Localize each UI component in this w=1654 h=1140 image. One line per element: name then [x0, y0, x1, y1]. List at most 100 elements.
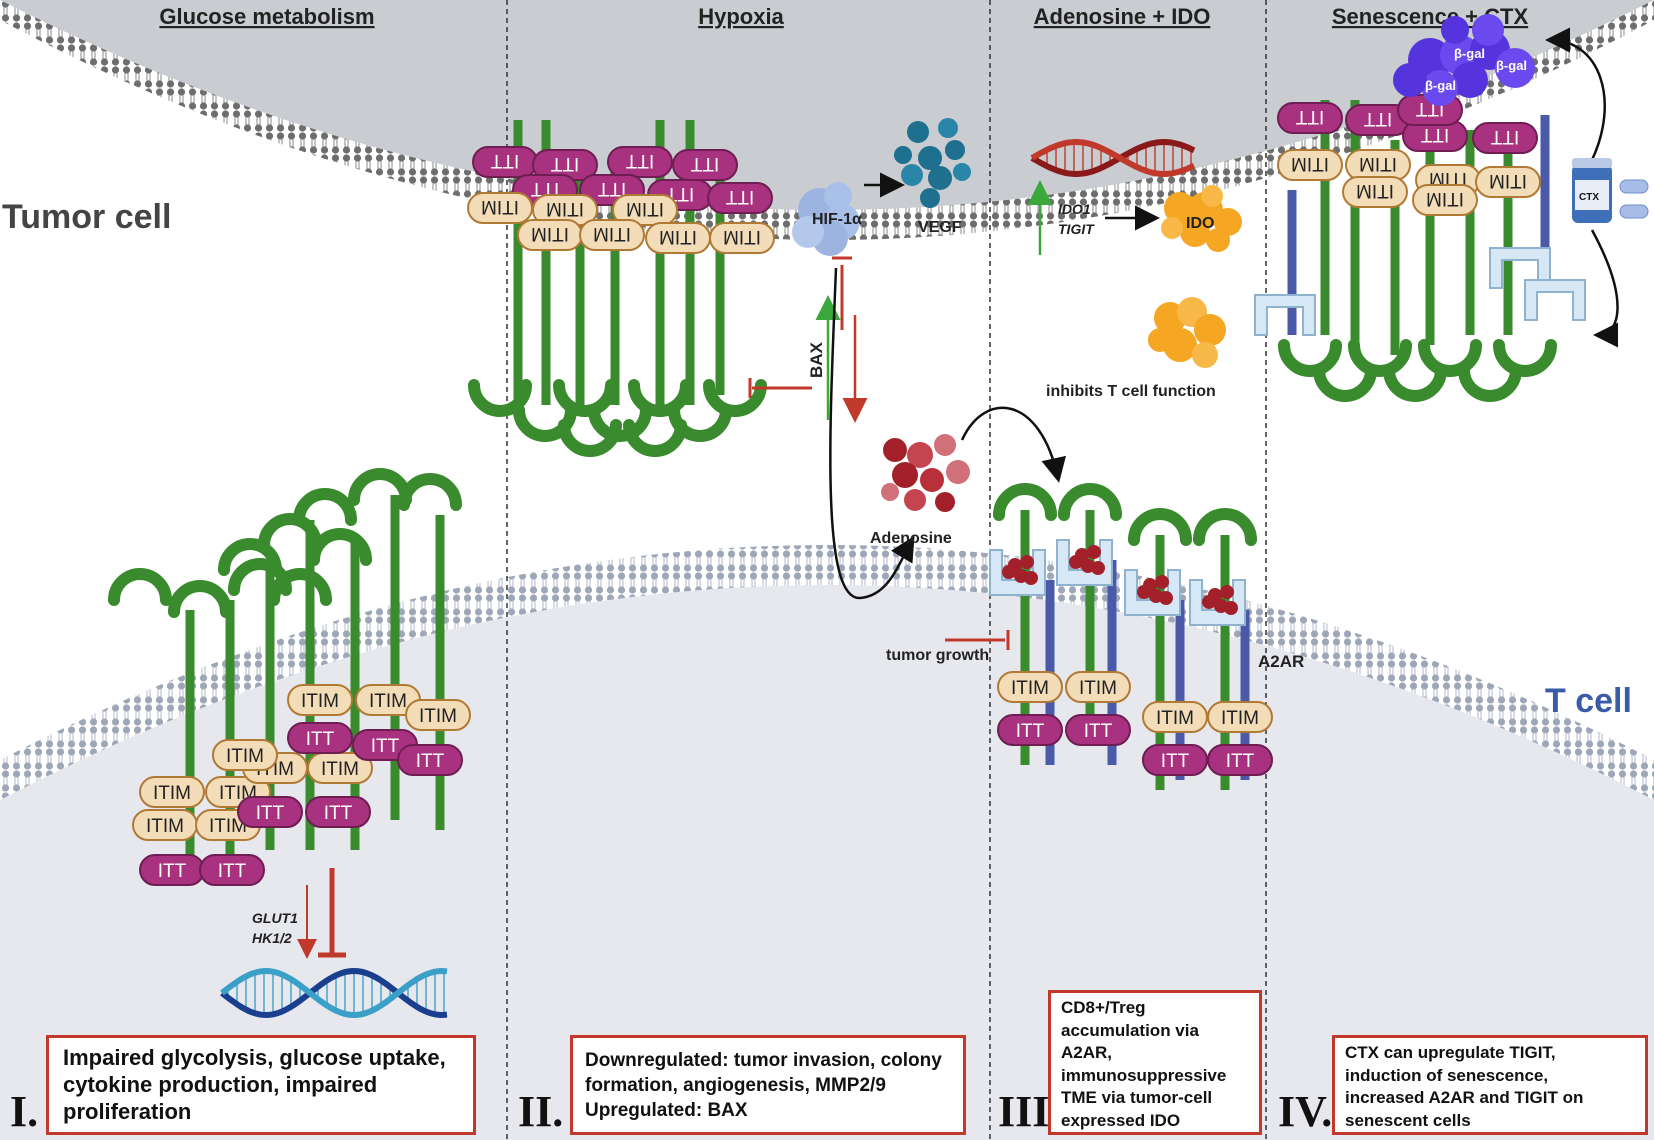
svg-text:ITT: ITT: [1161, 751, 1190, 772]
itim-domain: ITIM: [1345, 149, 1411, 181]
summary-box-hypoxia: Downregulated: tumor invasion, colony fo…: [570, 1035, 966, 1135]
svg-text:ITT: ITT: [306, 729, 335, 750]
adenosine-bound: [1091, 561, 1105, 575]
svg-text:ITT: ITT: [371, 736, 400, 757]
receptor-hook: [1193, 508, 1257, 546]
inhibits-label: inhibits T cell function: [1046, 383, 1216, 400]
svg-text:ITIM: ITIM: [209, 816, 247, 837]
receptor-hook: [218, 538, 282, 576]
svg-text:ITT: ITT: [530, 178, 559, 199]
ido-enzyme: [1161, 185, 1242, 252]
svg-text:ITIM: ITIM: [419, 706, 457, 727]
dna-strand: [1030, 139, 1196, 178]
receptor-hook: [108, 568, 172, 606]
receptor-hook: [553, 379, 617, 417]
summary-line: induction of senescence,: [1345, 1065, 1549, 1085]
summary-line: accumulation via: [1061, 1020, 1199, 1040]
svg-text:ITT: ITT: [1295, 106, 1324, 127]
itim-domain: ITIM: [1342, 176, 1408, 208]
receptor-hook: [468, 379, 532, 417]
svg-text:ITT: ITT: [690, 153, 719, 174]
svg-text:ITIM: ITIM: [1221, 708, 1259, 729]
itt-domain: ITT: [472, 146, 538, 178]
svg-text:ITIM: ITIM: [153, 783, 191, 804]
hif-1a-molecule: [792, 182, 860, 256]
summary-line: Downregulated: tumor invasion, colony: [585, 1050, 942, 1071]
itim-domain: ITIM: [579, 219, 645, 251]
numeral-i: I.: [10, 1087, 39, 1136]
vegf-label: VEGF: [918, 219, 962, 236]
svg-text:ITIM: ITIM: [1156, 708, 1194, 729]
svg-text:ITT: ITT: [324, 803, 353, 824]
itim-domain: ITIM: [139, 776, 205, 808]
beta-gal-enzyme: [1393, 14, 1535, 106]
itim-domain: ITIM: [997, 671, 1063, 703]
summary-box-adenosine: CD8+/Treg accumulation via A2AR, immunos…: [1048, 990, 1262, 1135]
tumor-growth-label: tumor growth: [886, 647, 989, 664]
summary-line: Upregulated: BAX: [585, 1100, 748, 1121]
svg-text:ITT: ITT: [416, 751, 445, 772]
svg-text:ITIM: ITIM: [321, 759, 359, 780]
receptor-hook: [628, 379, 692, 417]
dna-strand: [1030, 138, 1196, 177]
receptor-hook: [168, 580, 232, 618]
summary-line: immunosuppressive: [1061, 1065, 1227, 1085]
receptor-hook: [1418, 339, 1482, 377]
t-cell-label: T cell: [1545, 682, 1632, 720]
itim-domain: ITIM: [287, 684, 353, 716]
itim-domain: ITIM: [405, 699, 471, 731]
hk-label: HK1/2: [252, 930, 292, 946]
itim-domain: ITIM: [612, 194, 678, 226]
svg-text:ITIM: ITIM: [659, 226, 697, 247]
summary-line: increased A2AR and TIGIT on: [1345, 1088, 1584, 1107]
itt-domain: ITT: [707, 182, 773, 214]
tumor-cell-label: Tumor cell: [2, 198, 171, 236]
svg-text:ITIM: ITIM: [1079, 678, 1117, 699]
receptor-hook: [1348, 339, 1412, 377]
adenosine-molecule: [881, 434, 970, 512]
summary-line: Impaired glycolysis, glucose uptake,: [63, 1045, 446, 1070]
receptor-hook: [228, 558, 292, 596]
arrow-curve-adenosine-out: [829, 267, 915, 600]
svg-text:ITIM: ITIM: [1489, 170, 1527, 191]
hif-1a-label: HIF-1α: [812, 211, 862, 228]
summary-line: expressed IDO: [1061, 1110, 1181, 1130]
svg-text:ITT: ITT: [1490, 126, 1519, 147]
svg-text:ITIM: ITIM: [146, 816, 184, 837]
receptor-hook: [668, 404, 732, 442]
itim-domain: ITIM: [517, 219, 583, 251]
receptor-hook: [993, 483, 1057, 521]
adenosine-bound: [1002, 565, 1016, 579]
adenosine-label: Adenosine: [870, 530, 952, 547]
itt-domain: ITT: [397, 744, 463, 776]
adenosine-bound: [1202, 595, 1216, 609]
receptor-hook: [1493, 339, 1557, 377]
receptor-hook: [1458, 364, 1522, 402]
itim-domain: ITIM: [1277, 149, 1343, 181]
itt-domain: ITT: [607, 146, 673, 178]
receptor-hook: [293, 488, 357, 526]
summary-line: formation, angiogenesis, MMP2/9: [585, 1075, 886, 1096]
svg-text:ITIM: ITIM: [1356, 180, 1394, 201]
itim-domain: ITIM: [1412, 184, 1478, 216]
itt-domain: ITT: [672, 149, 738, 181]
beta-gal-label-1: β-gal: [1454, 46, 1485, 61]
itim-domain: ITIM: [132, 809, 198, 841]
tigit-gene-label: TIGIT: [1058, 221, 1095, 237]
summary-box-glucose: Impaired glycolysis, glucose uptake, cyt…: [46, 1035, 476, 1135]
itim-domain: ITIM: [709, 222, 775, 254]
receptor-hook: [268, 568, 332, 606]
summary-line: cytokine production, impaired: [63, 1072, 378, 1097]
ido-enzyme-released: [1148, 297, 1226, 368]
itt-domain: ITT: [1277, 102, 1343, 134]
svg-text:ITIM: ITIM: [226, 746, 264, 767]
a2ar-label: A2AR: [1258, 652, 1304, 671]
arrow-ctx-to-betagal: [1545, 27, 1606, 161]
receptor-hook: [1383, 364, 1447, 402]
itt-domain: ITT: [1207, 744, 1273, 776]
adenosine-bound: [1069, 555, 1083, 569]
numeral-ii: II.: [518, 1087, 564, 1136]
vegf-molecule: [894, 118, 971, 208]
svg-text:ITT: ITT: [1420, 124, 1449, 145]
